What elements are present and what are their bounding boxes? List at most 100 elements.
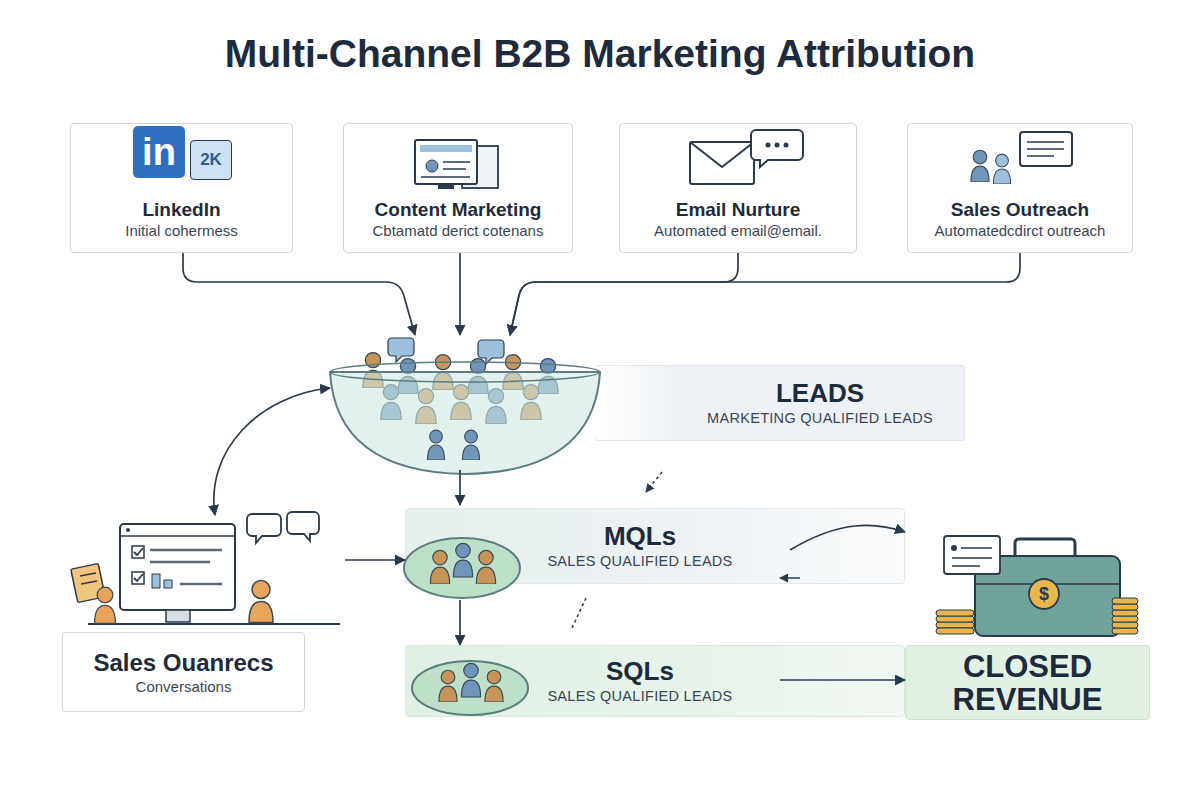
bar [164,580,172,588]
text-line [180,583,222,586]
speech-bubble [247,514,281,543]
node-title: Email Nurture [676,199,801,221]
dot [951,545,957,551]
text-line [80,573,96,576]
text-line [1027,148,1064,150]
short-arrow [780,577,800,579]
group-oval [412,661,528,715]
check-mark [134,574,143,581]
node-subtitle: Conversations [136,677,232,696]
chat-card [1020,132,1072,166]
node-title: MQLs [604,521,676,551]
revenue-illustration [936,536,1138,636]
speech-bubble [287,512,319,541]
node-title: Sales Outreach [951,199,1089,221]
person-figure [476,550,495,584]
text-line [421,176,470,178]
person-figure [95,587,116,623]
avatar-dot [426,160,438,172]
node-title: SQLs [606,656,674,686]
text-line [443,161,470,163]
check-mark [134,548,143,555]
logo-badge: in [133,126,185,178]
text-group: SQLsSALES QUALIFIED LEADS [490,645,790,717]
node-subtitle: Automated email@email. [654,221,822,240]
briefcase-handle [1015,539,1075,557]
header-bar [420,145,472,152]
node-subtitle: MARKETING QUALIFIED LEADS [707,408,933,428]
node-title: LEADS [776,378,864,408]
bowl-rim [330,362,600,382]
connector-arrow [459,470,461,505]
coin [936,622,974,628]
monitor-stand [438,184,454,189]
monitor-shape [415,140,477,184]
dot [784,143,789,148]
person-figure [439,670,457,702]
text-group: Sales OuanrecsConversations [62,632,305,712]
node-title: Sales Ouanrecs [93,649,273,677]
text-line [961,547,992,549]
person-figure [485,670,503,702]
monitor-shape [120,524,235,610]
node-title: Content Marketing [375,199,542,221]
currency-sign: $ [1034,584,1054,604]
connector-arrow [459,253,461,335]
window-bar [120,535,235,537]
dot [766,143,771,148]
checkbox [132,546,144,558]
coin-badge [1029,579,1059,609]
text-group: LEADSMARKETING QUALIFIED LEADS [660,365,980,441]
dot [126,528,130,532]
node-subtitle: SALES QUALIFIED LEADS [547,686,732,706]
coin [936,616,974,622]
mql-group [404,538,520,598]
envelope-flap [690,142,754,167]
coin [936,610,974,616]
coin [1112,610,1138,616]
connector-arrow [510,253,738,335]
group-oval [404,538,520,598]
dashed-arrow [646,472,662,492]
text-line [952,557,992,559]
person-figure [427,430,444,460]
coin [1112,616,1138,622]
connector-arrow [345,559,405,561]
sql-group [412,661,528,715]
text-line [150,561,210,564]
node-title: LinkedIn [142,199,220,221]
bar [152,574,160,588]
diagram-title: Multi-Channel B2B Marketing Attribution [0,32,1200,76]
dashed-arrow [572,598,586,628]
checkbox [132,572,144,584]
connector-arrow [183,253,415,335]
content-icon [415,140,498,189]
person-figure [430,550,449,584]
monitor-stand [166,610,190,622]
text-line [443,168,466,170]
connector-arrow [459,600,461,645]
text-line [1027,155,1054,157]
desk-line [88,623,340,625]
conversation-illustration [71,512,340,624]
connector-arrow [214,388,330,515]
text-group: CLOSED REVENUE [925,645,1130,720]
coin [936,628,974,634]
text-group: MQLsSALES QUALIFIED LEADS [490,508,790,584]
dot [775,143,780,148]
envelope-shape [690,142,754,184]
coin [1112,604,1138,610]
text-line [150,549,222,552]
node-subtitle: Cbtamatd derict cotenans [373,221,544,240]
node-subtitle: Automatedcdirct outreach [935,221,1106,240]
bowl-shape [330,372,600,474]
coin [1112,622,1138,628]
node-subtitle: SALES QUALIFIED LEADS [547,551,732,571]
person-figure [249,581,273,623]
invoice-card [944,536,1000,574]
connector-arrow [510,253,1020,335]
coin [1112,598,1138,604]
